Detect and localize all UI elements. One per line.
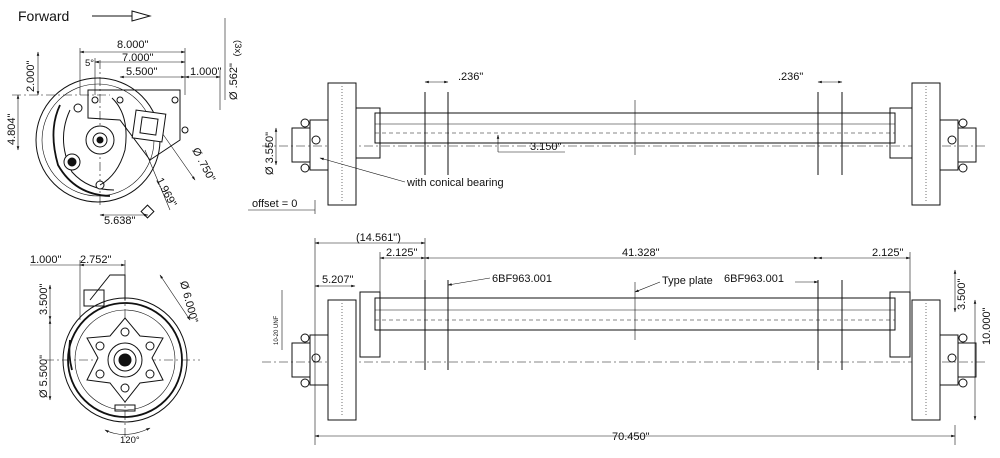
dim-2125-left: 2.125": [386, 247, 418, 259]
dim-small-thread: 10-20 UNF: [274, 315, 280, 345]
dim-5638: 5.638": [104, 215, 136, 227]
type-plate-label: Type plate: [662, 275, 713, 287]
dim-236-right: .236": [778, 71, 803, 83]
part-number-right: 6BF963.001: [724, 273, 784, 285]
dim-8000: 8.000": [117, 39, 149, 51]
dim-3150: 3.150": [530, 141, 562, 153]
dim-5-deg: 5°: [85, 58, 94, 69]
dim-2752: 2.752": [80, 254, 112, 266]
note-3x: (3x): [232, 40, 243, 56]
dim-5500-dia: Ø 5.500": [38, 355, 50, 398]
dim-6000-dia: Ø 6.000": [177, 280, 200, 325]
dim-3500-b: 3.500": [38, 283, 50, 315]
dim-5207: 5.207": [322, 274, 354, 286]
side-view-top: 8.000" 7.000" 5.500" 1.000" 5° Ø .562" (…: [6, 18, 243, 227]
front-view-top: .236" .236" Ø 3.550" 3.150" with conical…: [248, 71, 988, 214]
dim-14561: (14.561"): [356, 232, 401, 244]
dim-4804: 4.804": [6, 113, 18, 145]
dim-70450: 70.450": [612, 431, 650, 443]
dim-120-deg: 120°: [120, 435, 140, 446]
dim-2125-right: 2.125": [872, 247, 904, 259]
dim-10000: 10.000": [981, 307, 993, 345]
dim-7000: 7.000": [122, 52, 154, 64]
dim-41328: 41.328": [622, 247, 660, 259]
dim-3550-dia: Ø 3.550": [264, 132, 276, 175]
forward-arrow-icon: [92, 10, 152, 22]
side-view-bottom: 1.000" 2.752" 3.500" Ø 5.500" Ø 6.000" 1…: [30, 254, 200, 446]
note-offset: offset = 0: [252, 198, 297, 210]
dim-562-dia: Ø .562": [228, 63, 240, 100]
part-number-left: 6BF963.001: [492, 273, 552, 285]
dim-1969: 1.969": [153, 176, 178, 209]
dim-2000: 2.000": [25, 60, 37, 92]
note-conical-bearing: with conical bearing: [406, 177, 504, 189]
dim-1000-b: 1.000": [30, 254, 62, 266]
forward-label: Forward: [18, 8, 69, 24]
dim-5500: 5.500": [126, 66, 158, 78]
front-view-bottom: (14.561") 2.125" 41.328" 2.125" 5.207" 3…: [262, 232, 993, 445]
dim-236-left: .236": [458, 71, 483, 83]
dim-3500-right: 3.500": [956, 278, 968, 310]
dim-1000: 1.000": [190, 66, 222, 78]
